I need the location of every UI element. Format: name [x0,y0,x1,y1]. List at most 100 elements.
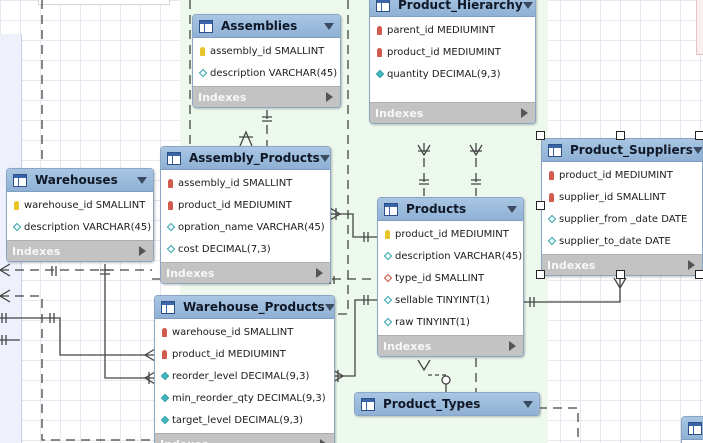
primary-foreign-key-icon [166,200,175,210]
table-column[interactable]: type_id SMALLINT [378,267,523,289]
column-label: cost DECIMAL(7,3) [178,243,271,255]
expand-arrow-icon[interactable] [521,108,528,118]
table-column[interactable]: warehouse_id SMALLINT [7,194,153,216]
column-icon [547,236,556,246]
selection-handle[interactable] [536,201,545,210]
selection-handle[interactable] [695,270,703,279]
table-icon [361,397,375,411]
table-column[interactable]: description VARCHAR(45) [378,245,523,267]
table-column[interactable]: product_id MEDIUMINT [378,223,523,245]
table-column[interactable]: supplier_from _date DATE [542,208,702,230]
table-name: Products [406,202,467,216]
table-header[interactable]: Product_Suppliers [542,139,702,162]
foreign-key-column-icon [383,273,392,283]
indexes-label: Indexes [547,258,596,272]
table-column[interactable]: assembly_id SMALLINT [193,40,340,62]
table-column[interactable]: target_level DECIMAL(9,3) [155,409,334,431]
table-partial-offscreen[interactable] [681,416,703,443]
selection-handle[interactable] [616,131,625,140]
table-header[interactable]: Warehouses [7,169,153,192]
table-assembly-products[interactable]: Assembly_Products assembly_id SMALLINT p… [160,146,331,284]
optional-circle-product-types [441,375,451,385]
table-header[interactable] [682,417,703,440]
mandatory-mark-products-b [471,179,481,185]
mandatory-mark-warehouses-top [51,266,57,276]
table-menu-chevron-icon[interactable] [324,303,334,311]
column-label: parent_id MEDIUMINT [387,24,496,36]
table-column[interactable]: description VARCHAR(45) [7,216,153,238]
table-column[interactable]: warehouse_id SMALLINT [155,321,334,343]
table-column[interactable]: supplier_to_date DATE [542,230,702,252]
table-menu-chevron-icon[interactable] [522,1,533,9]
expand-arrow-icon[interactable] [139,246,146,256]
table-column[interactable]: reorder_level DECIMAL(9,3) [155,365,334,387]
table-icon [384,202,398,216]
table-column[interactable]: min_reorder_qty DECIMAL(9,3) [155,387,334,409]
table-warehouse-products[interactable]: Warehouse_Products warehouse_id SMALLINT… [154,295,335,443]
expand-arrow-icon[interactable] [316,268,323,278]
table-product-hierarchy[interactable]: Product_Hierarchy parent_id MEDIUMINT pr… [369,0,536,124]
table-assemblies[interactable]: Assemblies assembly_id SMALLINT descript… [192,14,341,108]
table-product-suppliers[interactable]: Product_Suppliers product_id MEDIUMINT s… [541,138,703,276]
table-column[interactable]: opration_name VARCHAR(45) [161,216,330,238]
mandatory-mark-products-a [419,179,429,185]
table-column[interactable]: product_id MEDIUMINT [542,164,702,186]
expand-arrow-icon[interactable] [326,92,333,102]
indexes-footer[interactable]: Indexes [161,262,330,283]
mandatory-mark-products-right [529,297,535,307]
table-column[interactable]: parent_id MEDIUMINT [370,19,535,41]
relationship-warehouses-warehouse-products [104,264,155,379]
table-header[interactable]: Products [378,198,523,221]
table-menu-chevron-icon[interactable] [523,400,533,408]
table-column[interactable]: assembly_id SMALLINT [161,172,330,194]
indexes-label: Indexes [160,438,320,443]
table-column[interactable]: cost DECIMAL(7,3) [161,238,330,260]
table-column[interactable]: product_id MEDIUMINT [161,194,330,216]
table-name: Product_Suppliers [570,143,693,157]
column-label: min_reorder_qty DECIMAL(9,3) [172,392,326,404]
table-column[interactable]: sellable TINYINT(1) [378,289,523,311]
table-header[interactable]: Product_Hierarchy [370,0,535,17]
table-menu-chevron-icon[interactable] [319,154,330,162]
indexes-footer[interactable]: Indexes [155,433,334,443]
indexes-footer[interactable]: Indexes [542,254,702,275]
selection-handle[interactable] [695,131,703,140]
selection-handle[interactable] [616,270,625,279]
column-label: warehouse_id SMALLINT [24,199,146,211]
expand-arrow-icon[interactable] [509,341,516,351]
indexes-footer[interactable]: Indexes [378,335,523,356]
table-warehouses[interactable]: Warehouses warehouse_id SMALLINT descrip… [6,168,154,262]
layer-region-pink [696,0,703,55]
table-column[interactable]: raw TINYINT(1) [378,311,523,333]
selection-handle[interactable] [536,131,545,140]
table-header[interactable]: Product_Types [355,393,539,415]
table-products[interactable]: Products product_id MEDIUMINT descriptio… [377,197,524,357]
table-header[interactable]: Assemblies [193,15,340,38]
indexes-footer[interactable]: Indexes [193,86,340,107]
table-product-types[interactable]: Product_Types [354,392,540,416]
expand-arrow-icon[interactable] [688,260,695,270]
table-icon [167,151,181,165]
table-column[interactable]: supplier_id SMALLINT [542,186,702,208]
selection-handle[interactable] [536,270,545,279]
table-header[interactable]: Assembly_Products [161,147,330,170]
table-column[interactable]: quantity DECIMAL(9,3) [370,63,535,85]
table-menu-chevron-icon[interactable] [137,176,147,184]
indexes-footer[interactable]: Indexes [370,102,535,123]
table-column[interactable]: description VARCHAR(45) [193,62,340,84]
primary-foreign-key-icon [160,327,169,337]
table-column[interactable]: product_id MEDIUMINT [155,343,334,365]
table-menu-chevron-icon[interactable] [324,22,334,30]
table-menu-chevron-icon[interactable] [692,146,702,154]
expand-arrow-icon[interactable] [320,439,327,443]
column-icon [198,68,207,78]
crowfoot-warehouse-products-right [332,369,345,383]
table-menu-chevron-icon[interactable] [507,205,517,213]
table-icon [161,300,175,314]
relationship-warehouse-products-left [0,317,155,356]
indexes-footer[interactable]: Indexes [7,240,153,261]
table-column[interactable]: product_id MEDIUMINT [370,41,535,63]
indexes-label: Indexes [383,339,432,353]
table-header[interactable]: Warehouse_Products [155,296,334,319]
